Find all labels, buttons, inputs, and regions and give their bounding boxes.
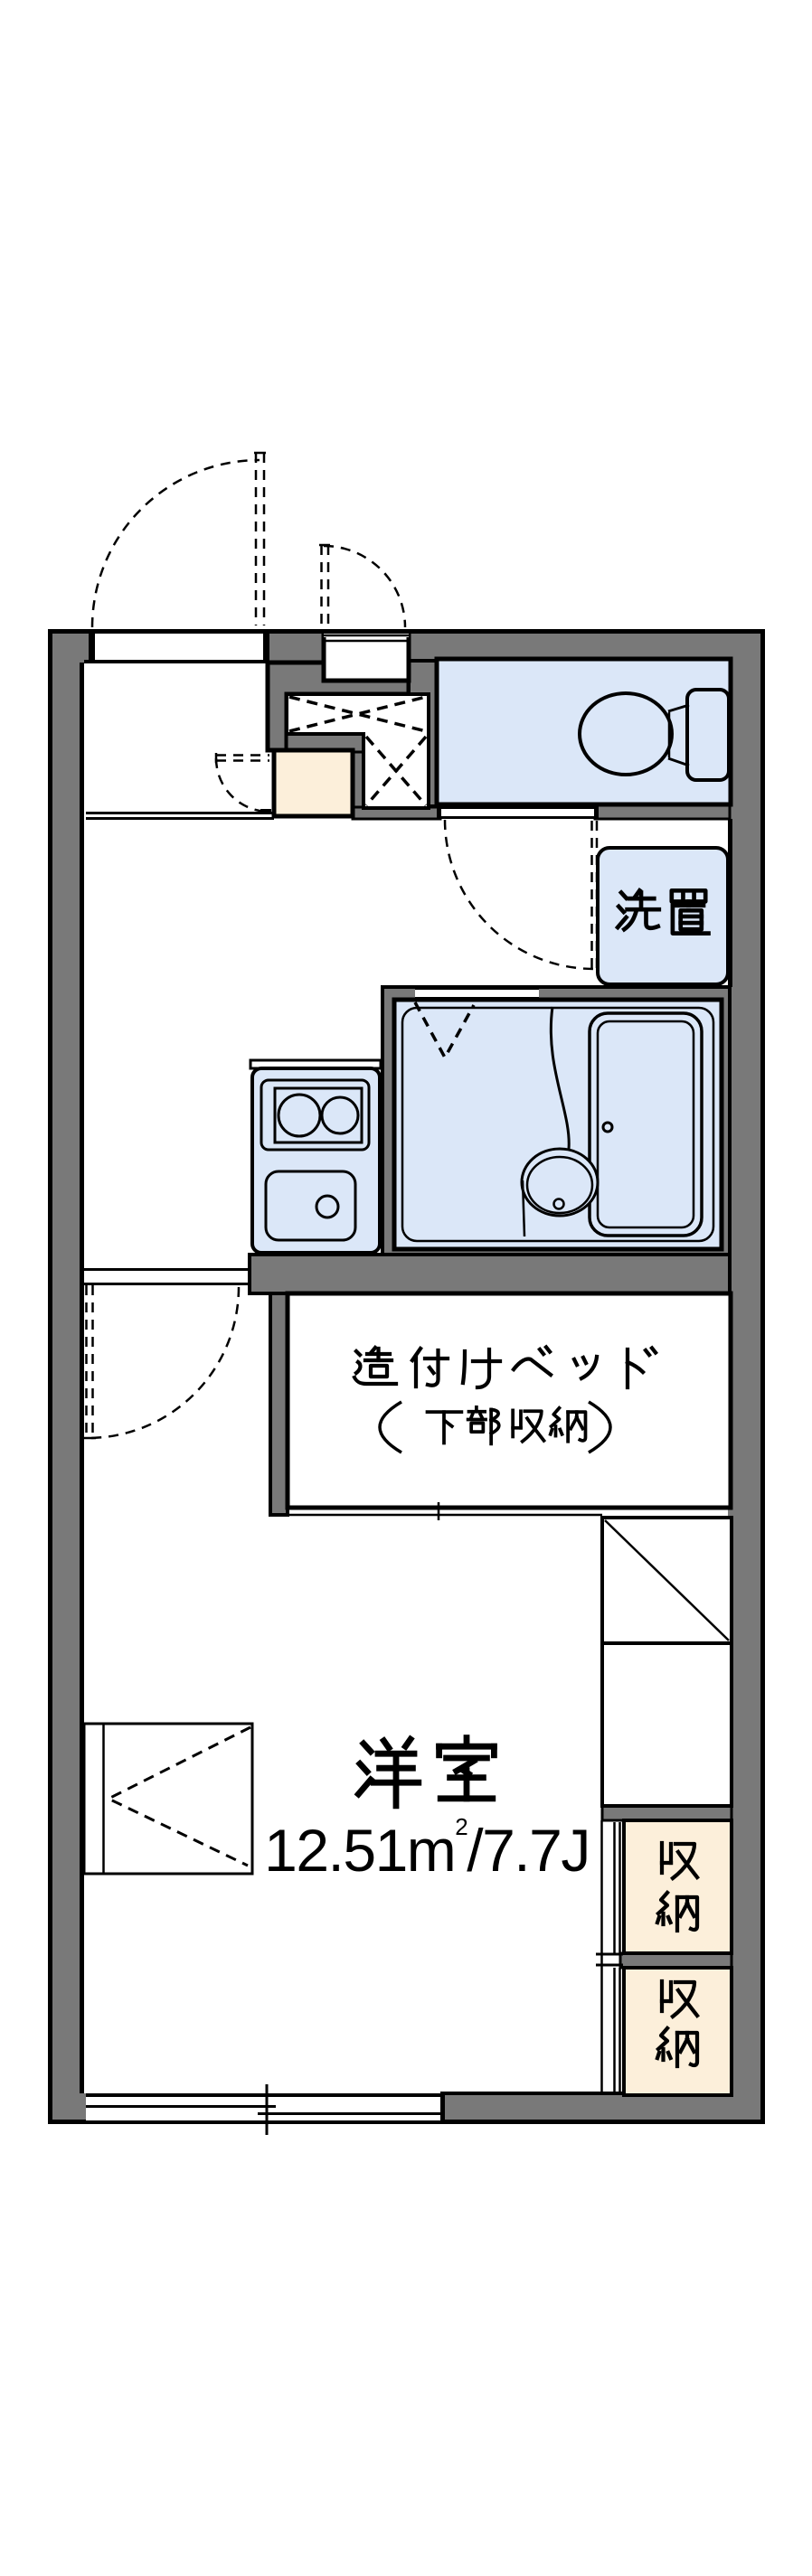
svg-text:12.51m2/7.7J: 12.51m2/7.7J [264,1813,590,1884]
